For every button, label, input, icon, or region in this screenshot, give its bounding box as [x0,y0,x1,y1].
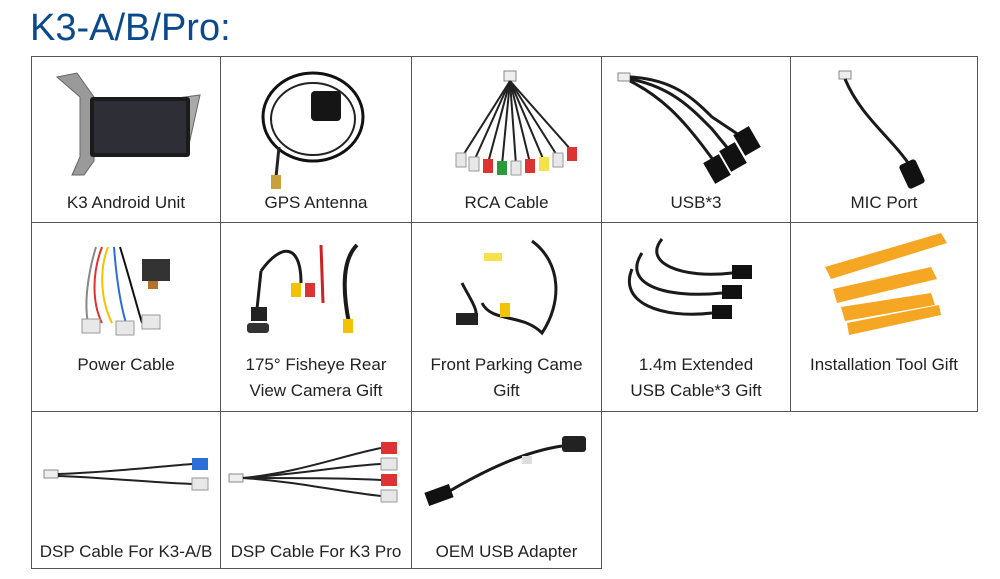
dsp-cable-pro-image [228,442,398,503]
item-label: Power Cable [77,355,175,374]
rear-camera-image [247,243,359,333]
item-dsp-cable-k3-pro: DSP Cable For K3 Pro [220,411,412,569]
extended-usb-image [628,238,752,319]
item-k3-android-unit: K3 Android Unit [31,56,221,223]
item-label: MIC Port [850,193,918,212]
item-oem-usb-adapter: OEM USB Adapter [411,411,602,569]
item-label: OEM USB Adapter [435,542,578,561]
item-label-line-1: Front Parking Came [430,355,583,374]
item-rca-cable: RCA Cable [411,56,602,223]
item-label: USB*3 [670,193,722,212]
item-rear-camera: 175° Fisheye Rear View Camera Gift [220,222,412,412]
mic-port-image [838,70,925,189]
item-power-cable: Power Cable [31,222,221,412]
item-installation-tool: Installation Tool Gift [790,222,978,412]
item-usb-3: USB*3 [601,56,791,223]
item-extended-usb: 1.4m Extended USB Cable*3 Gift [601,222,791,412]
item-label-line-1: 175° Fisheye Rear [245,355,387,374]
power-cable-image [81,246,170,336]
item-front-camera: Front Parking Came Gift [411,222,602,412]
installation-tool-image [825,233,947,335]
item-label: DSP Cable For K3-A/B [39,542,213,561]
item-label: GPS Antenna [264,193,368,212]
oem-usb-adapter-image [424,436,586,507]
front-camera-image [456,239,558,336]
gps-antenna-image [261,71,365,189]
rca-cable-image [455,70,577,176]
item-label-line-2: View Camera Gift [249,381,383,400]
page-title: K3-A/B/Pro: [30,7,231,49]
item-label-line-2: Gift [493,381,520,400]
item-label-line-1: 1.4m Extended [638,355,754,374]
item-gps-antenna: GPS Antenna [220,56,412,223]
item-label: RCA Cable [464,193,549,212]
item-dsp-cable-k3-ab: DSP Cable For K3-A/B [31,411,221,569]
dsp-cable-ab-image [43,458,209,491]
item-label: Installation Tool Gift [809,355,959,374]
android-unit-image [55,72,201,176]
item-mic-port: MIC Port [790,56,978,223]
item-label-line-2: USB Cable*3 Gift [630,381,762,400]
item-label: DSP Cable For K3 Pro [230,542,402,561]
usb-cable-image [617,72,761,184]
item-label: K3 Android Unit [66,193,186,212]
